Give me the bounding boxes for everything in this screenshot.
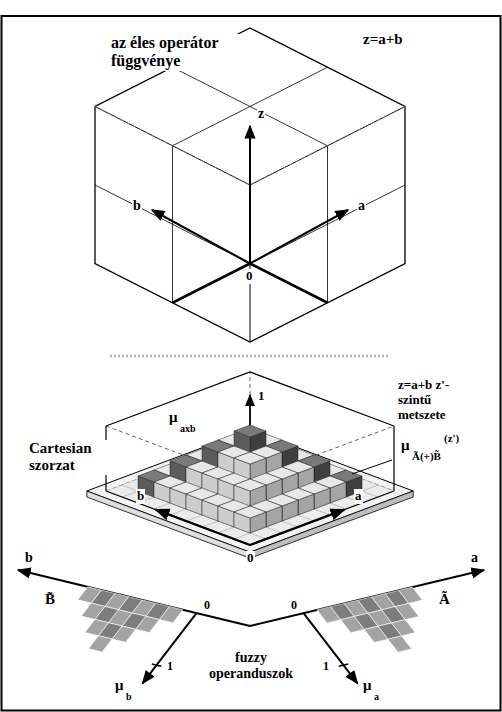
label-holder: (z') [443, 428, 460, 446]
axis-label: b [24, 550, 34, 566]
function-formula: z=a+b [362, 31, 404, 48]
axis-label: a [354, 489, 363, 504]
section-bar [234, 425, 266, 437]
label-holder: b [125, 686, 133, 704]
b-axis [156, 510, 250, 545]
label-holder: μ [168, 408, 179, 426]
label-holder: B̃ [44, 590, 56, 608]
label-holder: 0 [245, 266, 254, 284]
label-holder: z=a+b [362, 30, 404, 48]
scale-mark: 1 [257, 389, 266, 404]
separator [110, 355, 390, 358]
label-holder: Ã(+)B̃ [411, 446, 442, 464]
label-holder: a [373, 686, 380, 704]
operand-histograms [78, 587, 423, 684]
membership-cell [89, 636, 113, 652]
membership-bar [234, 506, 266, 518]
label-holder: μ [362, 676, 373, 694]
product-caption: Cartesian szorzat [28, 440, 122, 475]
a-axis [250, 210, 348, 264]
product-histogram [106, 425, 394, 545]
leader-line [352, 460, 392, 474]
scale-mark: 1 [322, 660, 330, 674]
label-holder: Ã [438, 590, 451, 608]
label-holder: 0 [203, 595, 211, 613]
operands-caption: fuzzy operanduszok [195, 650, 307, 682]
label-holder: 1 [257, 386, 266, 404]
label-holder: 1 [166, 656, 174, 674]
label-holder: μ [114, 676, 125, 694]
subscript: axb [179, 423, 197, 435]
origin-label: 0 [203, 599, 211, 613]
label-holder: b [136, 486, 145, 504]
label-holder: axb [179, 418, 197, 436]
label-holder: a [357, 196, 366, 214]
label-holder: b [24, 548, 34, 566]
section-caption: z=a+b z'-szintű metszete [397, 378, 471, 423]
label-holder: Cartesian szorzat [28, 440, 122, 475]
membership-cell [81, 603, 105, 619]
subscript: b [125, 691, 133, 703]
membership-symbol: μ [114, 677, 125, 694]
origin-label: 0 [290, 599, 298, 613]
cube-edge [106, 491, 394, 545]
cube-edge [95, 107, 405, 343]
z-axis [249, 126, 251, 264]
label-holder: 1 [322, 656, 330, 674]
frame [2, 16, 501, 711]
membership-bar [234, 479, 266, 491]
label-holder: fuzzy operanduszok [195, 650, 307, 682]
grid-line [95, 67, 405, 303]
label-holder: z=a+b z'-szintű metszete [397, 378, 471, 423]
figure-heading: az éles operátor függvénye [110, 34, 252, 71]
origin-label: 0 [246, 551, 255, 566]
operand-axes [18, 570, 484, 626]
axis-label: z [257, 106, 265, 122]
cube-outline [95, 28, 405, 342]
membership-axis [143, 613, 197, 683]
label-holder: 0 [290, 595, 298, 613]
axis-label: a [470, 550, 479, 566]
label-holder: z [257, 104, 265, 122]
membership-cell [78, 587, 102, 603]
label-holder: 0 [246, 548, 255, 566]
label-holder: a [470, 548, 479, 566]
subscript: a [373, 691, 380, 703]
product-cube-back [87, 372, 413, 558]
superscript: (z') [443, 432, 460, 445]
fuzzy-set-name: B̃ [44, 591, 56, 608]
plane-line [173, 264, 328, 303]
subscript: Ã(+)B̃ [411, 450, 442, 463]
axis-label: b [132, 198, 142, 214]
unit-tick [339, 664, 349, 666]
function-cube [95, 28, 405, 342]
label-holder: μ [400, 436, 411, 454]
unit-tick [152, 664, 162, 666]
fuzzy-set-name: Ã [438, 591, 451, 608]
membership-axis [304, 613, 358, 683]
b-axis [152, 210, 250, 264]
axis-label: a [357, 198, 366, 214]
membership-symbol: μ [362, 677, 373, 694]
label-holder: a [354, 486, 363, 504]
axis-label: b [136, 489, 145, 504]
membership-symbol: μ [400, 437, 411, 454]
membership-symbol: μ [168, 409, 179, 426]
membership-bar [234, 452, 266, 464]
membership-cell [399, 587, 423, 603]
membership-cell [395, 603, 419, 619]
label-holder: b [132, 196, 142, 214]
a-axis [250, 510, 344, 545]
membership-cell [85, 619, 109, 635]
origin-label: 0 [245, 269, 254, 284]
membership-cell [392, 620, 416, 636]
base-slab [87, 430, 413, 552]
product-cube-front [106, 460, 394, 545]
scale-mark: 1 [166, 660, 174, 674]
membership-cell [388, 636, 412, 652]
label-holder: az éles operátor függvénye [110, 34, 252, 71]
